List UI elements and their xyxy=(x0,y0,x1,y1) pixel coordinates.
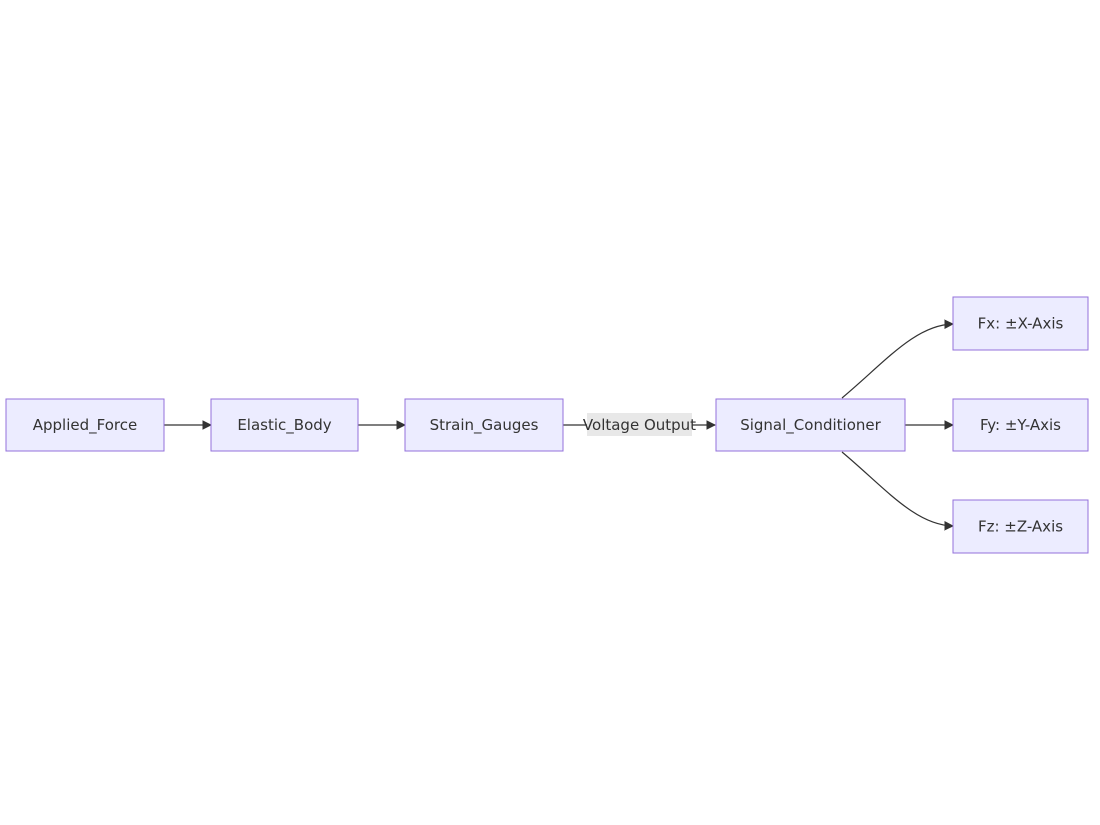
node-label: Applied_Force xyxy=(33,416,137,435)
node-label: Strain_Gauges xyxy=(430,416,539,435)
node-label: Elastic_Body xyxy=(237,416,331,435)
edge-label-text: Voltage Output xyxy=(583,416,696,434)
node-fy[interactable]: Fy: ±Y-Axis xyxy=(952,398,1089,452)
node-fx[interactable]: Fx: ±X-Axis xyxy=(952,296,1089,351)
node-applied-force[interactable]: Applied_Force xyxy=(5,398,165,452)
node-label: Fy: ±Y-Axis xyxy=(980,416,1061,434)
node-strain-gauges[interactable]: Strain_Gauges xyxy=(404,398,564,452)
node-label: Fx: ±X-Axis xyxy=(978,315,1064,333)
node-label: Signal_Conditioner xyxy=(740,416,881,435)
edge-signal-conditioner-to-fx xyxy=(841,319,954,399)
edge-label-voltage-output: Voltage Output xyxy=(583,413,696,436)
node-signal-conditioner[interactable]: Signal_Conditioner xyxy=(715,398,906,452)
node-label: Fz: ±Z-Axis xyxy=(978,518,1063,536)
node-fz[interactable]: Fz: ±Z-Axis xyxy=(952,499,1089,554)
node-elastic-body[interactable]: Elastic_Body xyxy=(210,398,359,452)
edge-signal-conditioner-to-fz xyxy=(841,451,954,531)
